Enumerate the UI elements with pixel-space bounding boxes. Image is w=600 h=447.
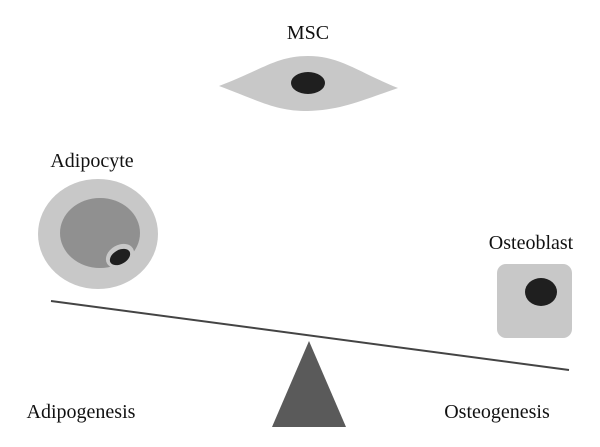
msc-nucleus [291, 72, 325, 94]
adipocyte-label: Adipocyte [50, 150, 133, 172]
msc-cell [219, 56, 398, 111]
osteogenesis-label: Osteogenesis [444, 401, 550, 423]
msc-label: MSC [287, 22, 329, 44]
osteoblast-label: Osteoblast [489, 232, 574, 254]
osteoblast-nucleus [525, 278, 557, 306]
adipogenesis-label: Adipogenesis [27, 401, 136, 423]
fulcrum-triangle [272, 341, 346, 427]
adipocyte-nucleus [109, 248, 131, 266]
adipocyte-cell [38, 179, 158, 289]
balance-beam [50, 300, 570, 371]
osteoblast-cell [497, 264, 572, 338]
